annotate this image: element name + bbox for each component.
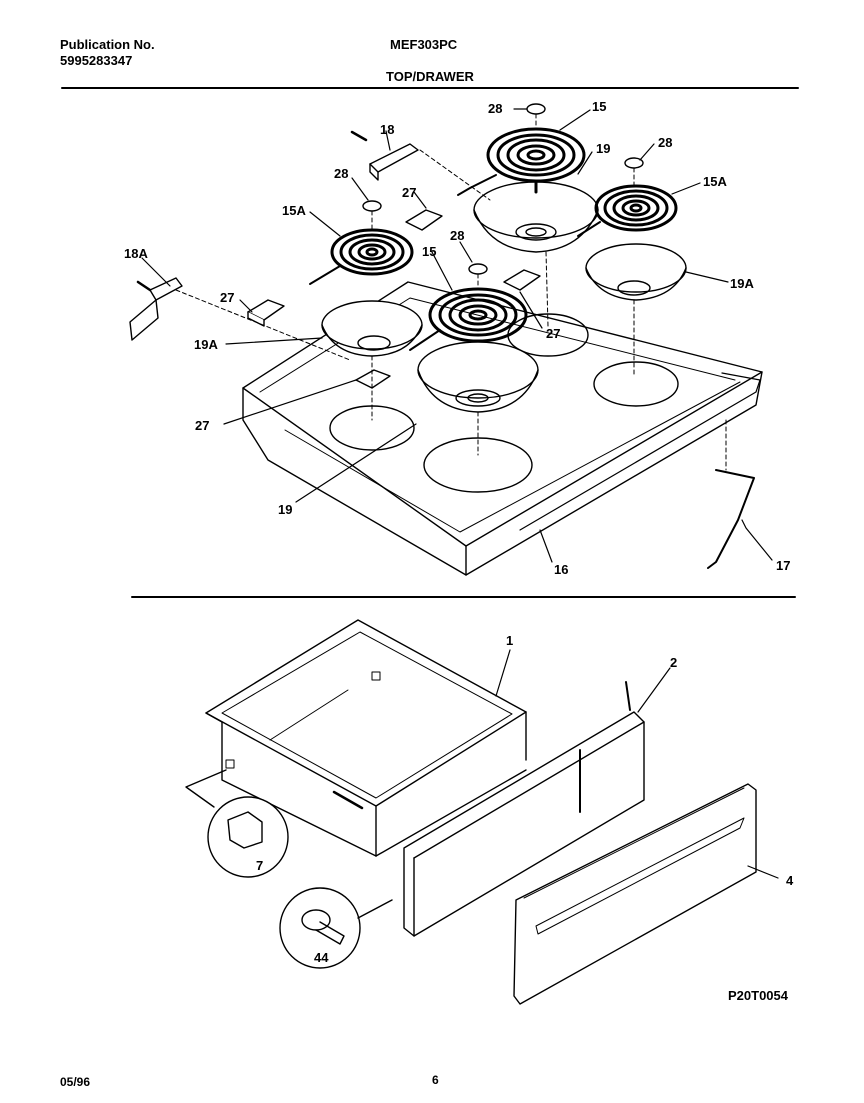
alignment-lines <box>175 113 727 471</box>
callout-27: 27 <box>195 418 209 433</box>
publication-label: Publication No. <box>60 37 155 52</box>
callout-27: 27 <box>220 290 234 305</box>
burner-hole-rear-right <box>593 361 679 407</box>
callout-15: 15 <box>592 99 606 114</box>
page-number: 6 <box>432 1073 439 1087</box>
publication-number: 5995283347 <box>60 53 133 68</box>
callout-2: 2 <box>670 655 677 670</box>
callout-15: 15 <box>422 244 436 259</box>
callout-7: 7 <box>256 858 263 873</box>
callout-44: 44 <box>314 950 329 965</box>
callout-18: 18 <box>380 122 394 137</box>
callout-19A: 19A <box>730 276 754 291</box>
detail-circle-7 <box>185 769 289 878</box>
model-number: MEF303PC <box>390 37 458 52</box>
callout-1: 1 <box>506 633 513 648</box>
receptacles <box>247 209 541 389</box>
drawer-body <box>205 619 527 857</box>
drip-bowls <box>321 181 687 413</box>
callout-17: 17 <box>776 558 790 573</box>
callout-4: 4 <box>786 873 794 888</box>
coil-rear-15 <box>486 127 586 194</box>
footer-date: 05/96 <box>60 1075 90 1089</box>
callout-19: 19 <box>596 141 610 156</box>
wire-17 <box>707 469 755 569</box>
coil-terminals <box>309 174 601 351</box>
callout-28: 28 <box>334 166 348 181</box>
coil-right-15A <box>594 184 678 232</box>
callout-28: 28 <box>658 135 672 150</box>
section-title: TOP/DRAWER <box>386 69 474 84</box>
callout-15A: 15A <box>703 174 727 189</box>
callout-27: 27 <box>402 185 416 200</box>
callout-28: 28 <box>450 228 464 243</box>
cooktop-panel <box>242 281 763 576</box>
callout-15A: 15A <box>282 203 306 218</box>
detail-circle-44 <box>279 887 393 969</box>
callout-27: 27 <box>546 326 560 341</box>
drawer-inner-panel <box>403 681 645 937</box>
figure-code: P20T0054 <box>728 988 789 1003</box>
burner-hole-front-right <box>423 437 533 493</box>
drawer-front-panel <box>513 783 757 1005</box>
callout-labels: 28 15 19 28 15A 18 27 28 15A 18A 28 15 2… <box>60 99 794 1089</box>
callout-18A: 18A <box>124 246 148 261</box>
callout-19: 19 <box>278 502 292 517</box>
bracket-18A <box>129 277 183 341</box>
coil-left-15A <box>330 228 414 276</box>
callout-19A: 19A <box>194 337 218 352</box>
bracket-18 <box>350 130 419 181</box>
leader-lines <box>141 108 779 879</box>
callout-28: 28 <box>488 101 502 116</box>
callout-16: 16 <box>554 562 568 577</box>
